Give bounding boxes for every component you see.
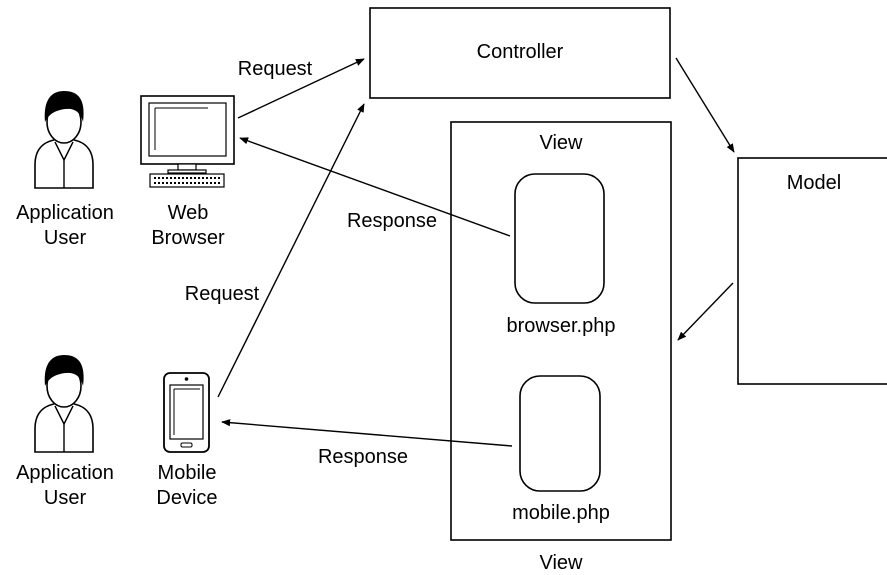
- mobile-device-label-line1: Mobile: [158, 462, 217, 484]
- mobile-template-label: mobile.php: [512, 502, 610, 524]
- mobile-request-arrow: [217, 103, 365, 398]
- browser-response-label: Response: [347, 210, 437, 232]
- view-bottom-label: View: [540, 552, 584, 574]
- browser-request-arrow: [237, 58, 365, 119]
- model-box: [737, 157, 887, 385]
- mobile-response-label: Response: [318, 446, 408, 468]
- mobile-phone-icon: [163, 372, 210, 453]
- user-bottom-label-line1: Application: [16, 462, 114, 484]
- user-bottom-label-line2: User: [44, 487, 87, 509]
- mobile-request-label: Request: [185, 283, 260, 305]
- browser-template-shape: [514, 173, 605, 304]
- user-top-icon: [34, 91, 94, 189]
- browser-response-arrow: [239, 137, 511, 237]
- user-top-label-line1: Application: [16, 202, 114, 224]
- mobile-device-label-line2: Device: [156, 487, 217, 509]
- user-bottom-icon: [34, 355, 94, 453]
- controller-label: Controller: [477, 41, 564, 63]
- view-top-label: View: [540, 132, 584, 154]
- controller-to-model-arrow: [675, 57, 735, 153]
- mobile-template-shape: [519, 375, 601, 492]
- web-browser-label-line2: Browser: [151, 227, 225, 249]
- user-top-label-line2: User: [44, 227, 87, 249]
- browser-template-label: browser.php: [507, 315, 616, 337]
- mobile-response-arrow: [221, 419, 513, 447]
- browser-request-label: Request: [238, 58, 313, 80]
- model-label: Model: [787, 172, 841, 194]
- model-to-view-arrow: [677, 282, 734, 341]
- controller-box: [369, 7, 671, 99]
- web-browser-label-line1: Web: [168, 202, 209, 224]
- monitor-icon: [140, 95, 235, 188]
